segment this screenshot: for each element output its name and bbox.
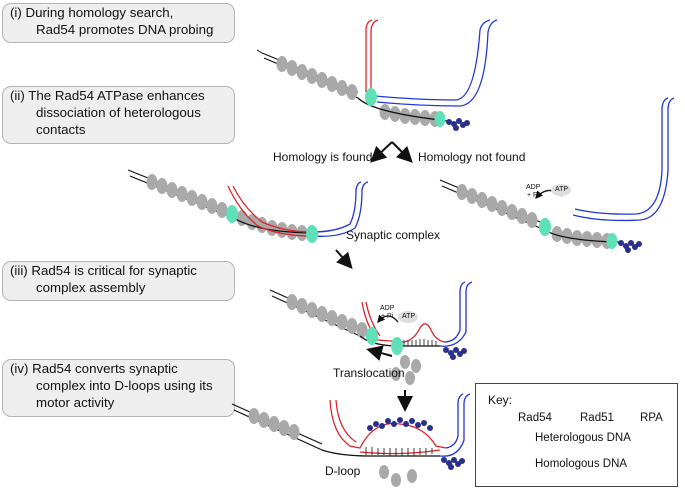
step-iv-line2: complex into D-loops using its bbox=[36, 378, 213, 393]
key-heterologous-label: Heterologous DNA bbox=[535, 432, 631, 444]
synaptic-complex bbox=[127, 169, 369, 243]
pi-label-right: + Pi bbox=[527, 192, 540, 199]
adp-label-center: ADP bbox=[380, 305, 395, 312]
homology-found-label: Homology is found bbox=[273, 150, 373, 164]
rpa-top bbox=[446, 118, 470, 131]
step-iv-box bbox=[2, 359, 235, 417]
probing-complex bbox=[256, 19, 498, 131]
branch-arrows bbox=[370, 141, 413, 163]
step-i-box bbox=[2, 3, 235, 43]
synaptic-complex-label: Synaptic complex bbox=[346, 228, 441, 242]
pi-label-center: + Pi bbox=[381, 313, 394, 320]
step-ii-line3: contacts bbox=[36, 122, 86, 137]
translocation-complex bbox=[269, 281, 473, 385]
step-iii-line2: complex assembly bbox=[36, 280, 146, 295]
key-title: Key: bbox=[488, 393, 513, 407]
translocation-label: Translocation bbox=[333, 366, 405, 380]
key-rpa-label: RPA bbox=[640, 412, 663, 424]
step-ii-box bbox=[2, 86, 235, 144]
dissociated-complex bbox=[439, 97, 675, 253]
dloop-complex bbox=[231, 393, 471, 487]
homology-not-found-label: Homology not found bbox=[418, 150, 526, 164]
atp-label-right: ATP bbox=[555, 186, 569, 193]
step-ii-line2: dissociation of heterologous bbox=[36, 105, 201, 120]
key-legend bbox=[475, 383, 678, 487]
rad54-top-end bbox=[434, 111, 446, 127]
rad54-top bbox=[365, 88, 377, 106]
arrow-to-translocation bbox=[335, 249, 353, 270]
step-iii-box bbox=[2, 261, 235, 301]
step-i-line1: (i) During homology search, bbox=[10, 5, 174, 20]
key-rad51-label: Rad51 bbox=[580, 412, 614, 424]
step-iv-line1: (iv) Rad54 converts synaptic bbox=[10, 361, 178, 376]
step-i-line2: Rad54 promotes DNA probing bbox=[36, 22, 214, 37]
key-rad54-label: Rad54 bbox=[518, 412, 552, 424]
step-iv-line3: motor activity bbox=[36, 395, 115, 410]
atp-label-center: ATP bbox=[402, 313, 416, 320]
adp-label-right: ADP bbox=[526, 184, 541, 191]
dloop-label: D-loop bbox=[325, 464, 361, 478]
step-ii-line1: (ii) The Rad54 ATPase enhances bbox=[10, 88, 205, 103]
key-homologous-label: Homologous DNA bbox=[535, 458, 628, 470]
step-iii-line1: (iii) Rad54 is critical for synaptic bbox=[10, 263, 197, 278]
